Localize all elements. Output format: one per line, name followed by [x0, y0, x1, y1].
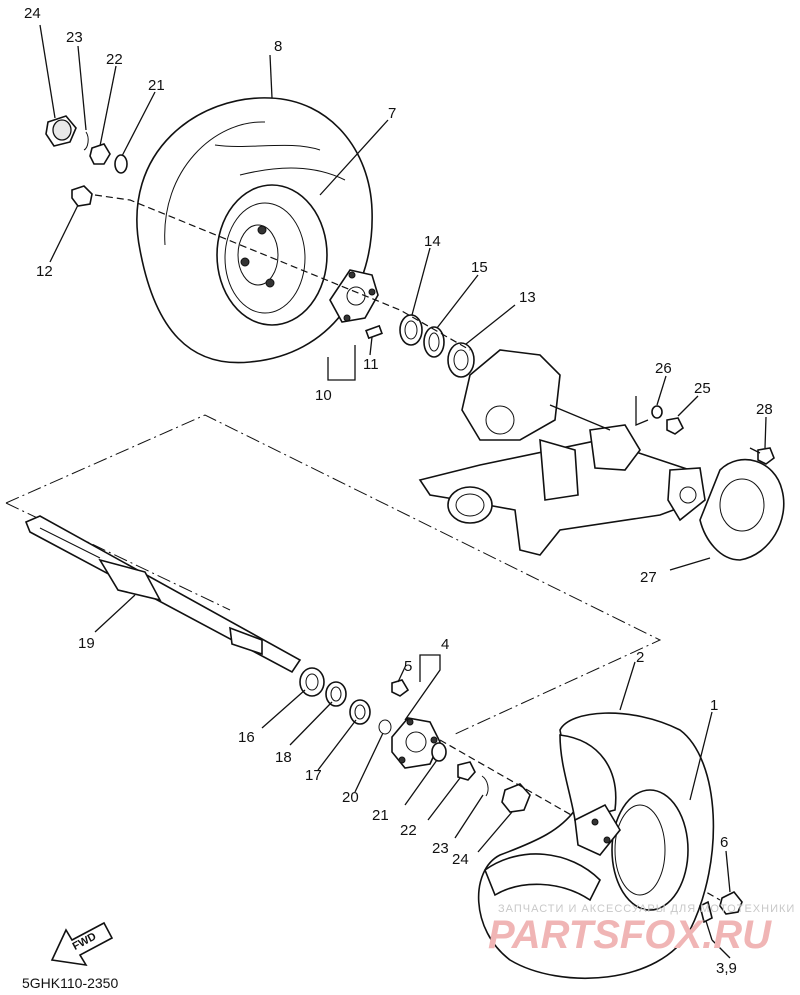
callout-20: 20	[342, 789, 359, 806]
callout-1: 1	[710, 697, 718, 714]
upper-right-bolts	[651, 405, 775, 465]
watermark: ЗАПЧАСТИ И АКСЕССУАРЫ ДЛЯ МОТОТЕХНИКИ PA…	[488, 903, 795, 957]
brake-disc-cover	[699, 458, 785, 561]
callout-11: 11	[363, 356, 379, 373]
callout-15: 15	[471, 259, 488, 276]
lower-wheel	[477, 712, 715, 980]
lower-hub	[391, 679, 441, 769]
callout-24-top: 24	[24, 5, 41, 22]
callout-22-bottom: 22	[400, 822, 417, 839]
callout-3-9: 3,9	[716, 960, 737, 977]
callout-18: 18	[275, 749, 292, 766]
callout-12: 12	[36, 263, 53, 280]
callouts: 24 23 22 21 8 7 12 14 15 13 11 10 26 25 …	[24, 5, 773, 977]
callout-17: 17	[305, 767, 322, 784]
watermark-text: ЗАПЧАСТИ И АКСЕССУАРЫ ДЛЯ МОТОТЕХНИКИ	[498, 903, 795, 915]
callout-22-top: 22	[106, 51, 123, 68]
callout-27: 27	[640, 569, 657, 586]
leader-lines	[39, 24, 767, 959]
drive-shaft	[24, 515, 302, 674]
swingarm	[418, 349, 706, 556]
callout-26: 26	[655, 360, 672, 377]
callout-21-bottom: 21	[372, 807, 389, 824]
callout-23-bottom: 23	[432, 840, 449, 857]
callout-21-top: 21	[148, 77, 165, 94]
fwd-arrow-icon: FWD	[50, 921, 114, 967]
upper-wheel-rim	[216, 184, 328, 326]
callout-6: 6	[720, 834, 728, 851]
upper-hub	[329, 269, 383, 340]
callout-7: 7	[388, 105, 396, 122]
upper-small-parts	[45, 115, 128, 207]
lower-small-parts	[431, 742, 531, 813]
callout-5: 5	[404, 658, 412, 675]
callout-13: 13	[519, 289, 536, 306]
callout-25: 25	[694, 380, 711, 397]
callout-10: 10	[315, 387, 332, 404]
callout-14: 14	[424, 233, 441, 250]
lower-right-parts	[699, 890, 743, 941]
callout-8: 8	[274, 38, 282, 55]
callout-4: 4	[441, 636, 449, 653]
callout-16: 16	[238, 729, 255, 746]
callout-28: 28	[756, 401, 773, 418]
callout-23-top: 23	[66, 29, 83, 46]
shaft-assembly-outline	[5, 414, 662, 736]
callout-19: 19	[78, 635, 95, 652]
watermark-brand: PARTSFOX.RU	[488, 913, 772, 957]
upper-axle-line	[94, 194, 471, 351]
callout-2: 2	[636, 649, 644, 666]
lower-bearings	[299, 667, 392, 735]
callout-24-bottom: 24	[452, 851, 469, 868]
diagram-code: 5GHK110-2350	[22, 975, 118, 991]
upper-bearings	[399, 314, 475, 378]
